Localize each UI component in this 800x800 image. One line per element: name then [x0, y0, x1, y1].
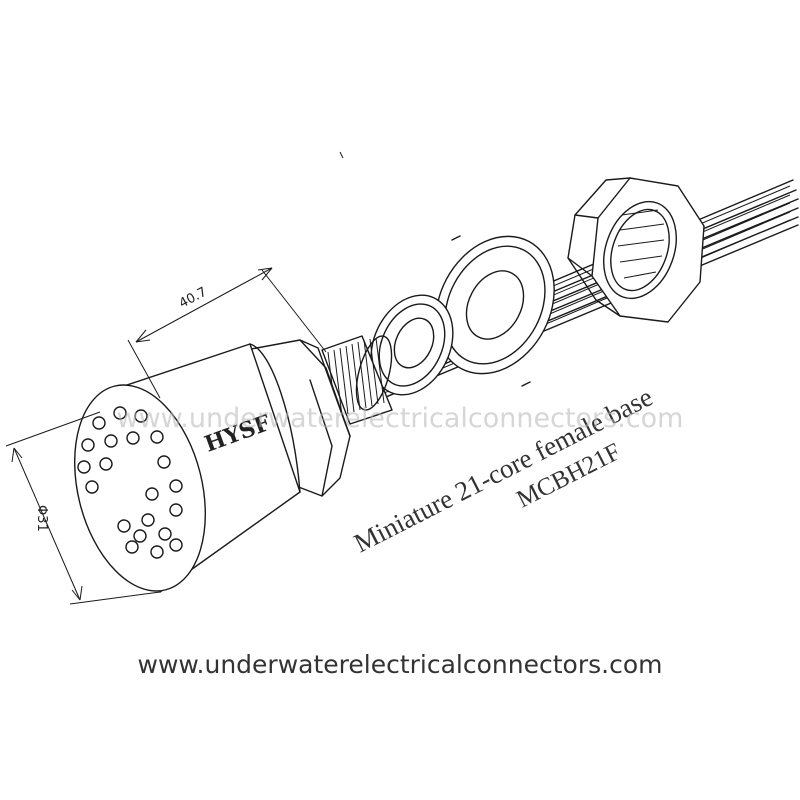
pin-hole [77, 460, 91, 474]
body-hex [245, 339, 351, 497]
pin-hole [169, 479, 183, 493]
pin-hole [158, 527, 172, 541]
pin-hole [169, 538, 183, 552]
pin-hole [145, 487, 159, 501]
diameter-dimension: Φ31 [5, 411, 161, 605]
o-ring [370, 294, 454, 396]
pin-hole [157, 455, 171, 469]
pin-hole [81, 438, 95, 452]
pin-hole [99, 457, 113, 471]
pin-holes [77, 406, 183, 559]
pin-hole [113, 406, 127, 420]
pin-hole [169, 503, 183, 517]
hex-nut [567, 177, 705, 323]
pin-hole [85, 480, 99, 494]
svg-text:40.7: 40.7 [177, 285, 210, 312]
pin-hole [134, 409, 148, 423]
flat-washer [435, 235, 555, 387]
threaded-shank [321, 335, 393, 425]
pin-hole [126, 431, 140, 445]
pin-hole [150, 545, 164, 559]
pin-hole [117, 519, 131, 533]
pin-hole [104, 434, 118, 448]
pin-hole [92, 416, 106, 430]
footer-url: www.underwaterelectricalconnectors.com [137, 650, 663, 679]
svg-text:Φ31: Φ31 [34, 505, 49, 532]
stray-mark [339, 151, 344, 159]
pin-hole [150, 430, 164, 444]
pin-hole [133, 529, 147, 543]
watermark: www.underwaterelectricalconnectors.com [117, 403, 684, 434]
pin-hole [125, 540, 139, 554]
pin-hole [141, 513, 155, 527]
